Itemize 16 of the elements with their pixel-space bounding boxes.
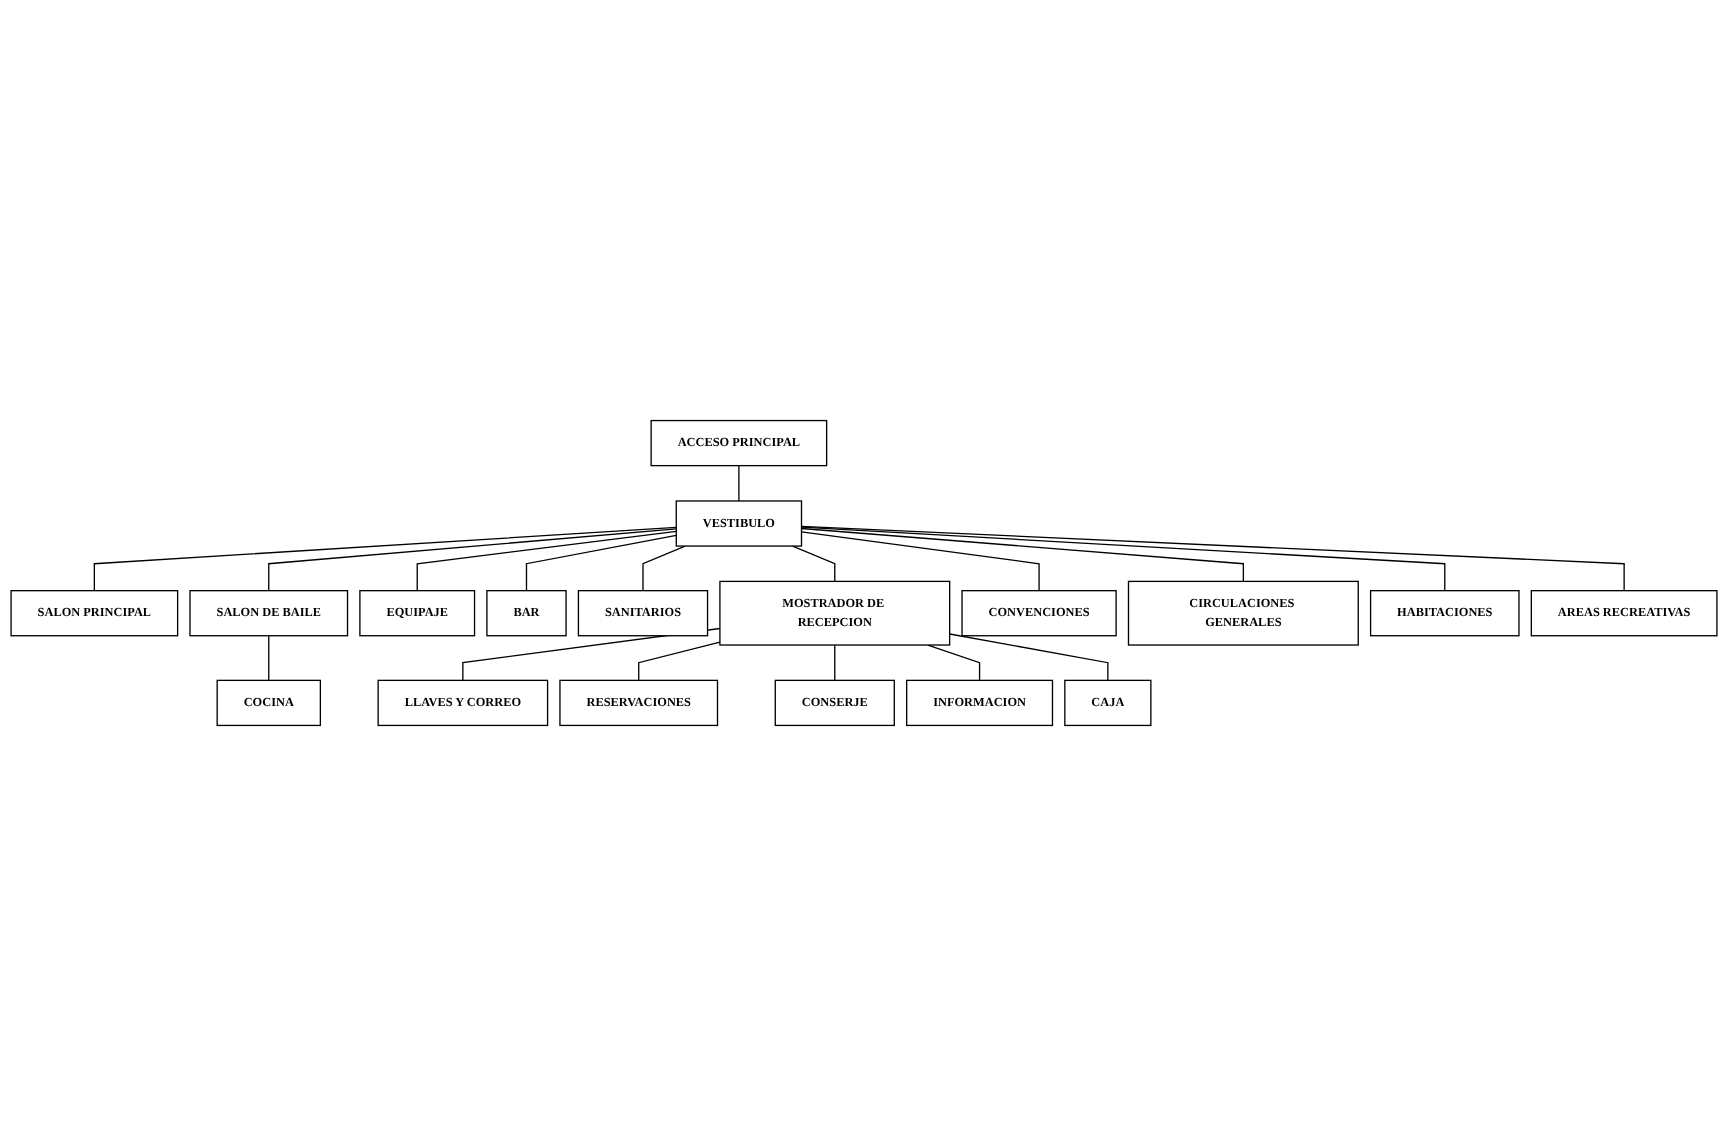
connector	[800, 526, 1446, 592]
connector	[800, 527, 1245, 583]
connector	[268, 528, 677, 592]
connector	[738, 464, 740, 502]
connector	[638, 641, 721, 682]
connector	[834, 644, 836, 682]
connector	[800, 525, 1625, 592]
connector	[642, 545, 686, 592]
connector	[800, 531, 1040, 592]
connector	[791, 545, 836, 583]
connector	[416, 530, 677, 592]
connector	[927, 644, 981, 682]
connector	[949, 633, 1109, 682]
connector	[268, 635, 270, 682]
connector	[93, 526, 677, 592]
connector	[525, 534, 677, 592]
